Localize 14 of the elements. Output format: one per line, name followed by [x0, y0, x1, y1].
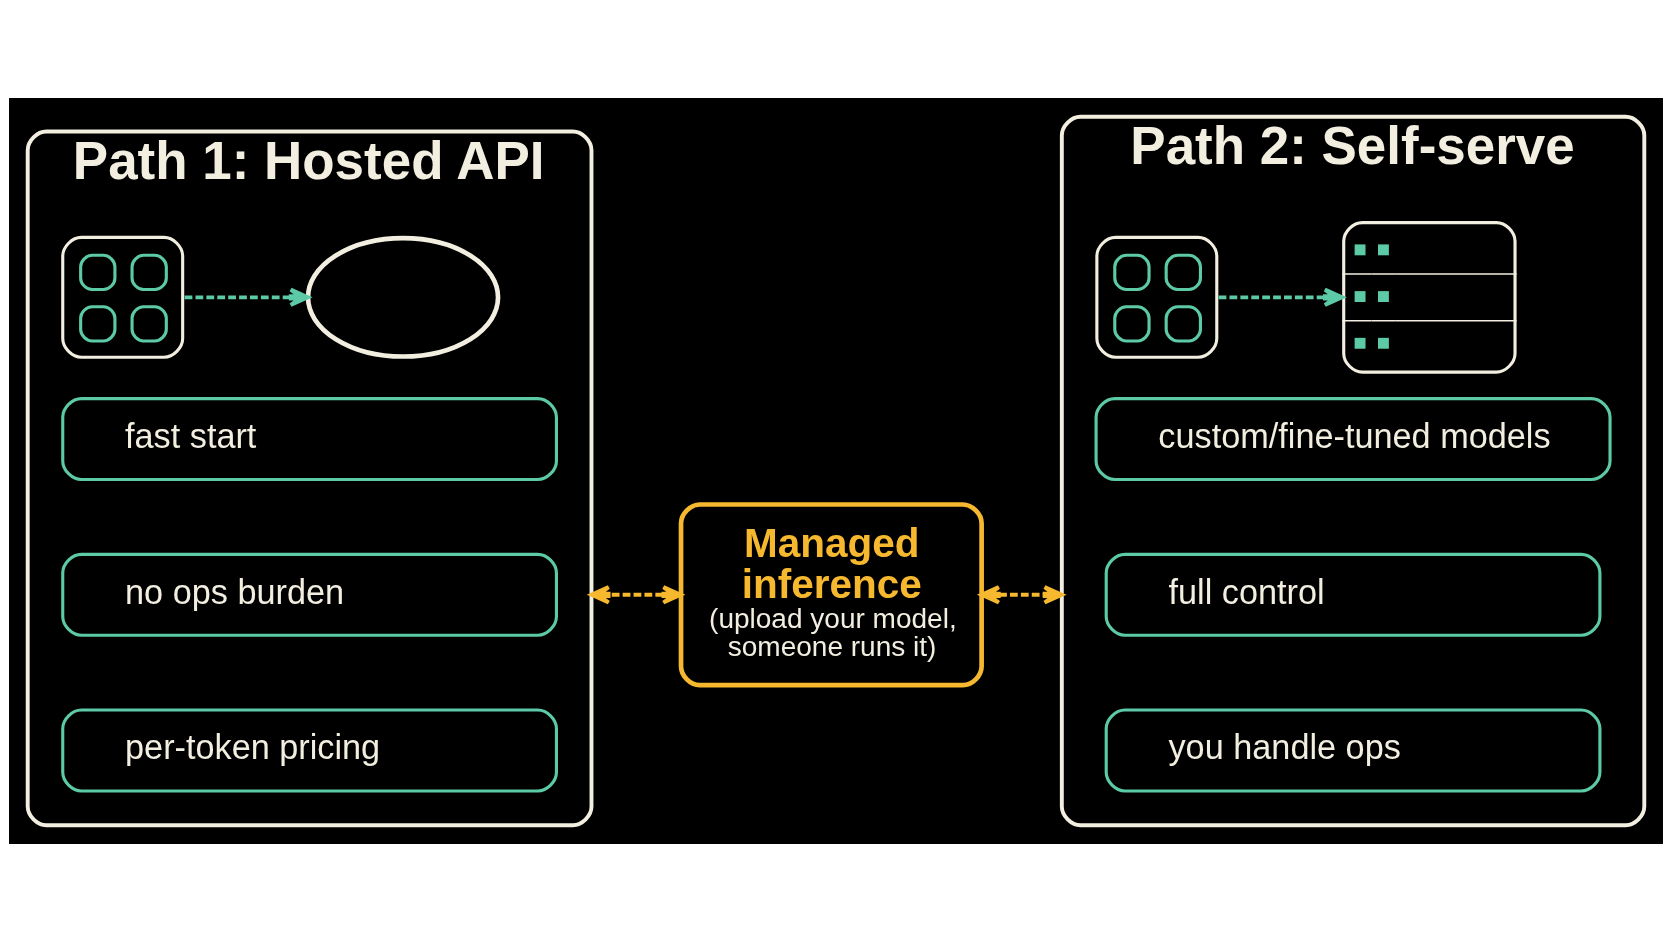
arrow [589, 584, 683, 604]
node-box: Managed inference (upload your model, someone runs it) [678, 501, 984, 687]
node-cloud [305, 235, 501, 359]
node-box: custom/fine-tuned models [1094, 396, 1612, 481]
node-box: per-token pricing [61, 708, 558, 793]
node-box: fast start [61, 396, 558, 481]
arrow [184, 287, 310, 307]
node-picture [1095, 235, 1219, 359]
node-box: no ops burden [61, 552, 558, 637]
arrow [1218, 287, 1345, 307]
arrow [979, 584, 1064, 604]
node-box: you handle ops [1104, 708, 1602, 793]
node-box: full control [1104, 552, 1602, 637]
node-picture [61, 235, 185, 359]
